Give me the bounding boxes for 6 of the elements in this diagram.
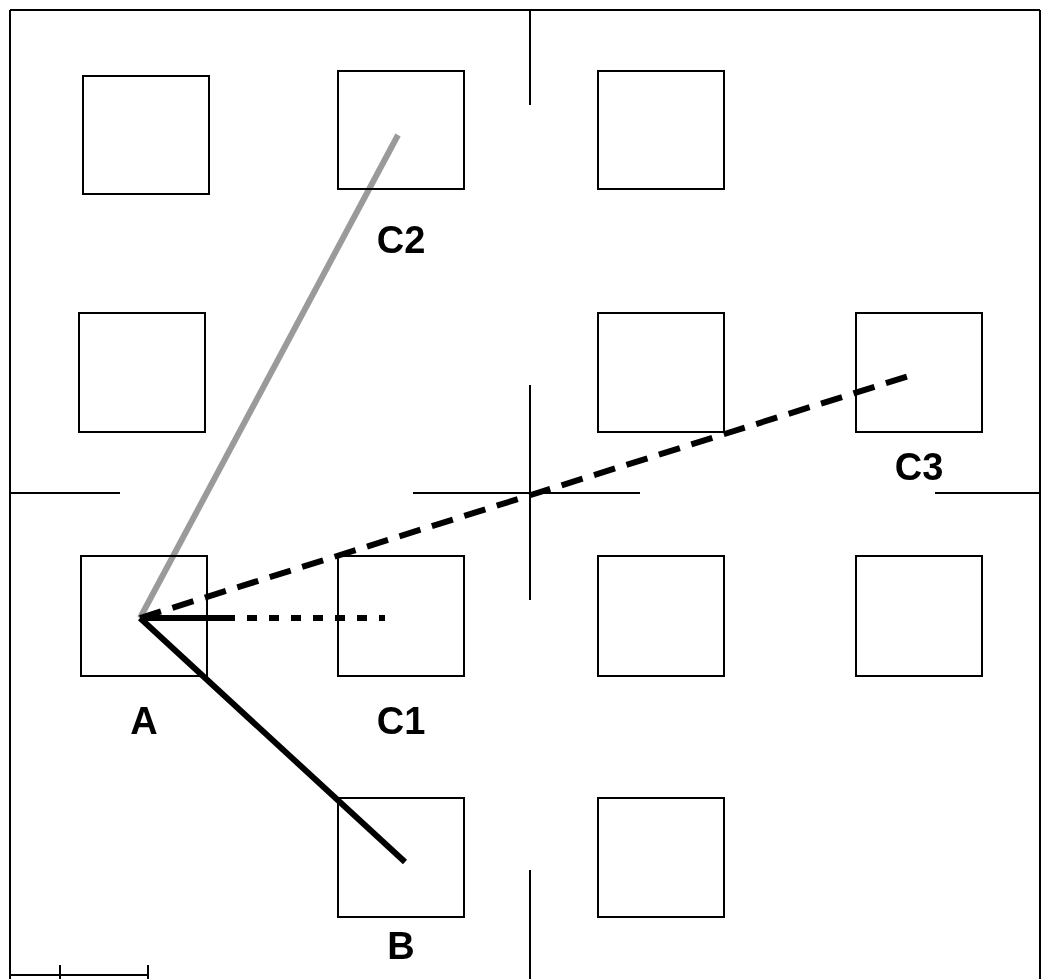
position-label: B	[387, 926, 415, 966]
position-label: A	[130, 701, 158, 741]
connector-line	[137, 133, 401, 620]
position-label: C2	[376, 220, 426, 260]
position-label: C1	[376, 701, 426, 741]
position-label: C3	[894, 447, 944, 487]
